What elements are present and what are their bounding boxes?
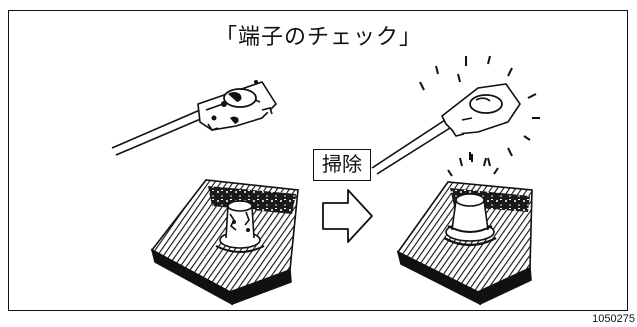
clean-shining-terminal-connector-icon: [371, 55, 540, 175]
cleaning-label: 掃除: [313, 149, 371, 181]
corroded-battery-post-icon: [150, 179, 299, 306]
shine-rays: [419, 55, 540, 167]
right-arrow-icon: [322, 189, 373, 243]
clean-shining-battery-post-icon: [396, 154, 533, 306]
figure-frame: [8, 10, 628, 311]
figure-number: 1050275: [592, 313, 635, 325]
dirty-terminal-connector-icon: [111, 80, 278, 156]
post-shine-rays: [447, 154, 499, 177]
diagram-title: 「端子のチェック」: [214, 25, 422, 50]
